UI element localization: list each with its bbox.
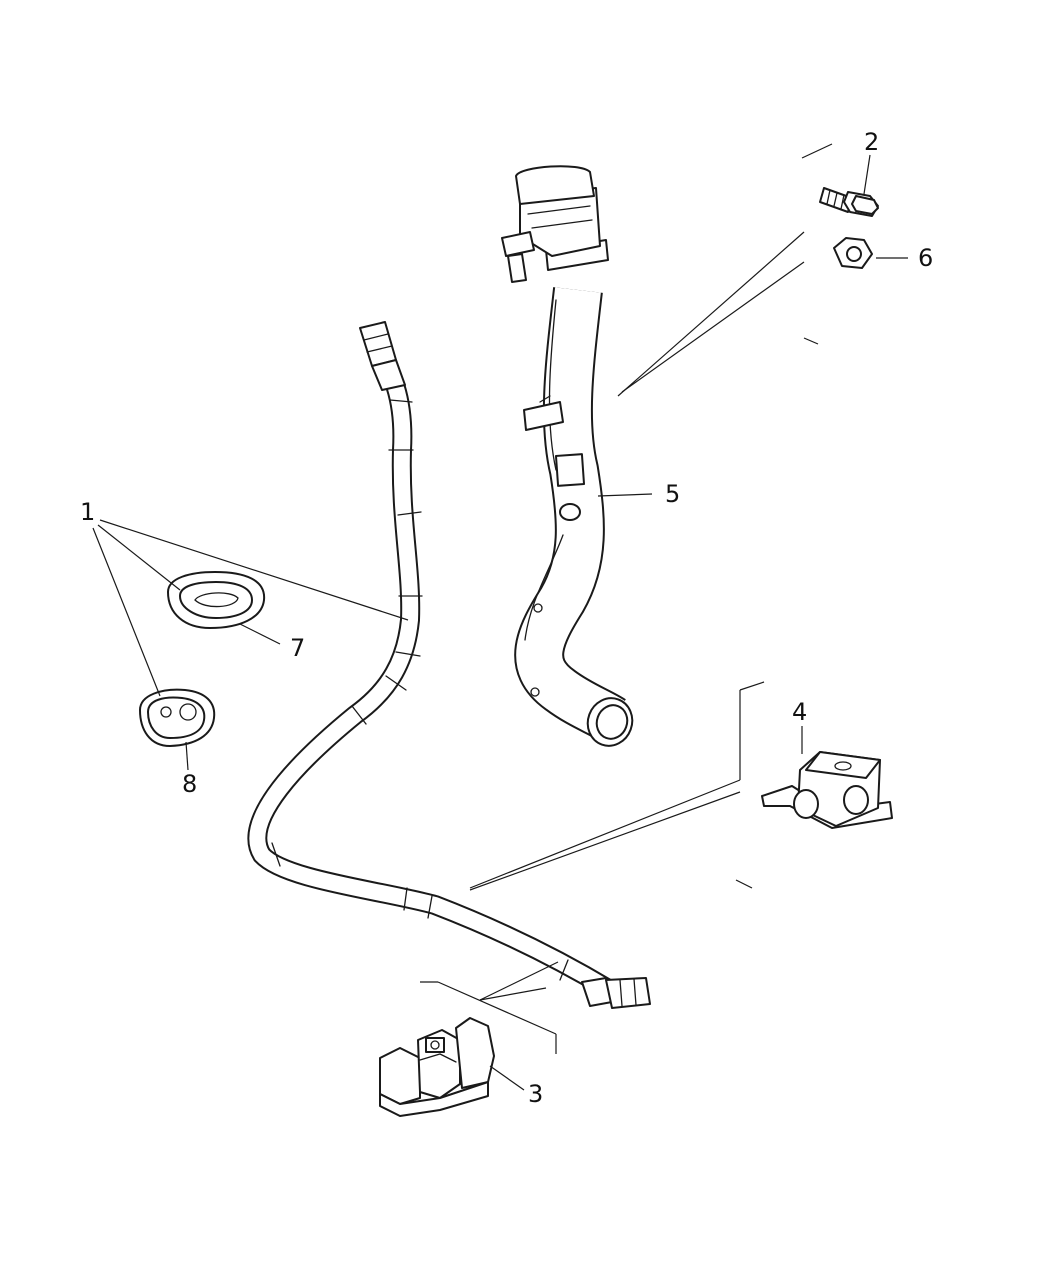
callout-labels: 1 2 3 4 5 6 7 8 <box>80 128 933 1108</box>
clip-part-4 <box>761 751 893 829</box>
callout-8: 8 <box>182 770 197 798</box>
callout-1: 1 <box>80 498 95 526</box>
clip-part-3 <box>379 1017 495 1117</box>
grommet-part-7 <box>167 571 266 629</box>
callout-7: 7 <box>290 634 305 662</box>
fuel-line-hose <box>247 321 651 1009</box>
callout-3: 3 <box>528 1080 543 1108</box>
callout-4: 4 <box>792 698 807 726</box>
callout-6: 6 <box>918 244 933 272</box>
callout-2: 2 <box>864 128 879 156</box>
fuel-filler-neck <box>501 165 634 747</box>
nut-part-6 <box>833 237 873 269</box>
grommet-part-8 <box>139 688 216 747</box>
leader-lines <box>92 143 908 1091</box>
callout-5: 5 <box>665 480 680 508</box>
bolt-part-2 <box>819 187 879 217</box>
